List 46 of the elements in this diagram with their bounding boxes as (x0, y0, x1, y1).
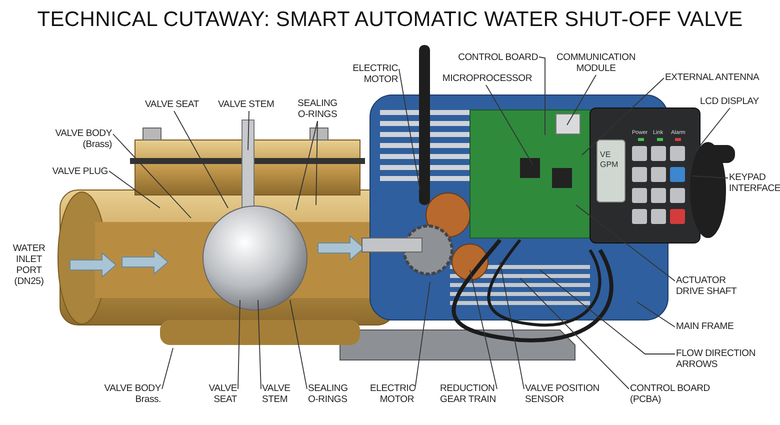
leader-line (470, 270, 498, 390)
part-label: COMMUNICATION MODULE (556, 52, 636, 74)
part-label: MICROPROCESSOR (440, 73, 532, 84)
leader-line (316, 120, 318, 206)
part-label: FLOW DIRECTION ARROWS (676, 348, 766, 370)
part-label: VALVE POSITION SENSOR (525, 383, 603, 405)
leader-line (112, 134, 192, 218)
part-label: MAIN FRAME (676, 321, 736, 332)
leader-line (582, 78, 664, 156)
part-label: VALVE STEM (218, 99, 280, 110)
part-label: CONTROL BOARD (PCBA) (630, 383, 710, 405)
part-label: ACTUATOR DRIVE SHAFT (676, 275, 748, 297)
part-label: VALVE SEAT (205, 383, 237, 405)
leader-line (540, 270, 676, 354)
leader-line (290, 300, 308, 390)
leader-line (162, 348, 174, 390)
part-label: VALVE SEAT (145, 99, 203, 110)
leader-line (538, 56, 546, 136)
part-label: SEALING O-RINGS (308, 383, 354, 405)
title: TECHNICAL CUTAWAY: SMART AUTOMATIC WATER SHUT-OFF VALVE (36, 8, 744, 32)
part-label: VALVE PLUG (50, 166, 108, 177)
leader-line (566, 74, 596, 126)
part-label: LCD DISPLAY (700, 96, 760, 107)
part-label: SEALING O-RINGS (295, 98, 340, 120)
part-label: VALVE STEM (262, 383, 294, 405)
leader-line (258, 300, 262, 390)
part-label: EXTERNAL ANTENNA (665, 72, 765, 83)
leader-line (108, 170, 160, 208)
part-label: WATER INLET PORT (DN25) (8, 243, 50, 287)
part-label: ELECTRIC MOTOR (348, 63, 398, 85)
part-label: CONTROL BOARD (456, 52, 538, 63)
part-label: REDUCTION GEAR TRAIN (440, 383, 496, 405)
leader-line (398, 68, 420, 190)
leader-line (636, 302, 676, 328)
part-label: KEYPAD INTERFACE (729, 172, 780, 194)
part-label: VALVE BODY Brass. (95, 383, 161, 405)
part-label: VALVE BODY (Brass) (50, 128, 112, 150)
leader-line (296, 120, 318, 210)
leader-line (414, 282, 430, 390)
part-label: ELECTRIC MOTOR (370, 383, 414, 405)
leader-line (174, 110, 228, 208)
leader-line (238, 300, 240, 390)
leader-line (520, 278, 630, 390)
display-readout: VE GPM (600, 150, 620, 170)
leader-line (500, 262, 524, 390)
leader-line (694, 108, 730, 152)
